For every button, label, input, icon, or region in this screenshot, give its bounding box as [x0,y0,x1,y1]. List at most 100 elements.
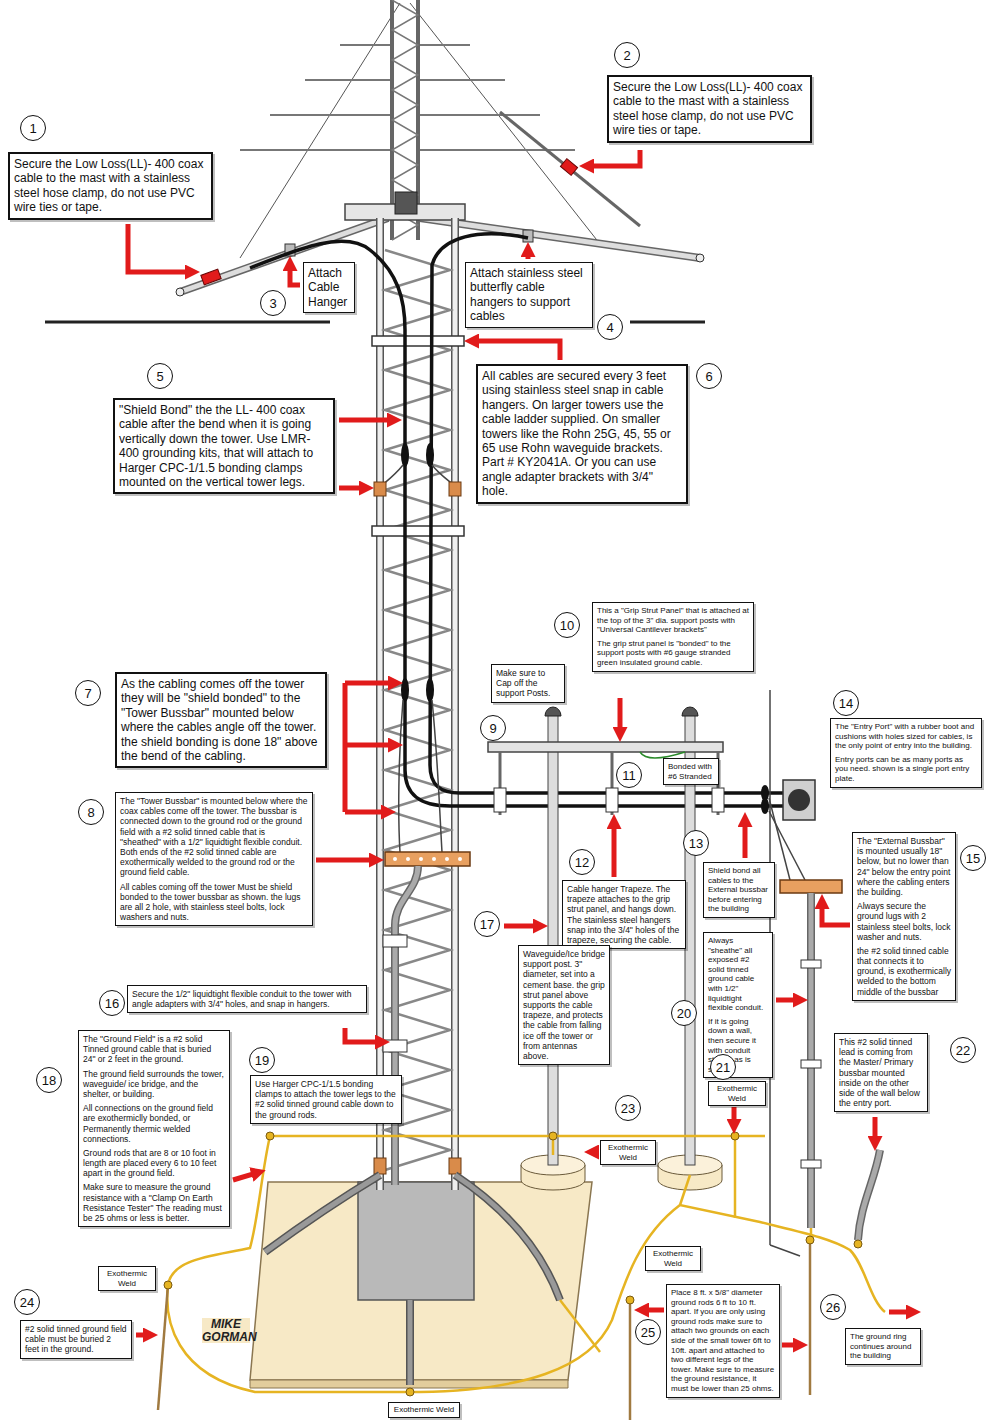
coax-cable [430,234,783,793]
tower-lattice [453,218,458,1190]
pointer-arrow [233,1172,260,1180]
weld-label: Exothermic Weld [708,1081,766,1106]
coax-cable [426,678,434,702]
note-box: #2 solid tinned ground field cable must … [20,1320,132,1359]
antenna-mast [45,321,330,324]
note-text: Secure the Low Loss(LL)- 400 coax cable … [14,157,207,215]
ground-ring [549,1132,557,1140]
note-box: Use Harger CPC-1/1.5 bonding clamps to a… [250,1075,402,1124]
note-text: The ground ring continues around the bui… [850,1332,916,1361]
note-text: Exothermic Weld [648,1249,698,1268]
ground-conduit [406,1300,414,1385]
coax-cable [426,443,434,467]
ground-ring [158,1132,885,1420]
ground-ring [406,1388,414,1396]
bridge-post [488,742,723,752]
building-wall [801,1060,821,1068]
pointer-arrow [526,248,531,259]
note-box: Attach Cable Hanger [303,262,355,313]
note-text: The ground field surrounds the tower, wa… [83,1069,225,1100]
pointer-arrow [822,900,850,925]
callout-number: 25 [635,1319,661,1345]
note-text: Cable hanger Trapeze. The trapeze attach… [567,884,681,945]
note-text: Attach stainless steel butterfly cable h… [470,266,588,324]
pointer-arrow [345,681,397,686]
weld-label: Exothermic Weld [645,1246,701,1271]
pointer-arrow [504,924,542,929]
note-text: Attach Cable Hanger [308,266,350,309]
ground-conduit [455,1175,560,1300]
callout-number: 16 [99,990,125,1016]
coax-cable [401,678,409,702]
bridge-post [606,788,618,812]
tower-bussbar [374,1158,386,1174]
pointer-arrow [470,341,560,360]
note-box: This #2 solid tinned lead is coming from… [834,1033,928,1112]
callout-number: 18 [36,1067,62,1093]
callout-number: 26 [820,1294,846,1320]
pointer-arrow [136,1333,152,1338]
tower-bussbar [385,852,470,866]
callout-number: 9 [480,715,506,741]
pointer-arrow [345,810,390,815]
note-text: Waveguide/Ice bridge support post. 3" di… [523,949,605,1061]
note-box: Secure the 1/2" liquidtight flexible con… [127,985,367,1013]
bridge-post [488,707,724,1190]
note-box: Shield bond all cables to the External b… [703,862,775,918]
callout-number: 5 [147,363,173,389]
coax-cable [432,700,442,852]
tower-lattice [372,336,464,346]
tower-bussbar [383,935,407,947]
tower-lattice [372,218,464,1190]
note-text: Exothermic Weld [603,1143,653,1162]
note-box: The "Ground Field" is a #2 solid Tinned … [78,1030,230,1227]
note-box: Waveguide/Ice bridge support post. 3" di… [518,945,610,1065]
note-text: "Shield Bond" the the LL- 400 coax cable… [119,403,329,489]
ground-ring [731,1132,739,1140]
pointer-arrow [612,820,617,877]
callout-number: 3 [260,290,286,316]
pointer-arrow [343,683,348,812]
ground-ring [734,1136,737,1218]
antenna-mast [560,159,577,176]
bridge-post [682,707,698,716]
ground-ring [560,1300,600,1352]
note-box: The "External Bussbar" is mounted usuall… [852,832,956,1001]
note-box: This a "Grip Strut Panel" that is attach… [592,602,754,672]
signature: MIKE GORMAN [202,1318,250,1343]
callout-number: 11 [616,762,642,788]
pointer-arrow [339,418,396,423]
pointer-arrow [345,1028,384,1042]
note-box: Secure the Low Loss(LL)- 400 coax cable … [8,152,213,220]
note-box: Bonded with #6 Stranded [663,758,719,785]
note-text: All cables coming off the tower Must be … [120,882,308,923]
ground-conduit [265,1175,380,1252]
pointer-arrow [585,150,640,166]
ground-conduit [265,1175,560,1385]
antenna-mast [418,44,470,46]
coax-cable [399,700,403,852]
ground-ring [626,1296,634,1304]
callout-number: 20 [671,1000,697,1026]
note-text: Shield bond all cables to the External b… [708,866,770,914]
pointer-arrow [343,683,348,812]
note-text: Use Harger CPC-1/1.5 bonding clamps to a… [255,1079,397,1120]
weld-label: Exothermic Weld [388,1402,460,1418]
building-wall [801,960,821,968]
note-box: Secure the Low Loss(LL)- 400 coax cable … [607,75,812,143]
note-text: Always secure the ground lugs with 2 sta… [857,901,951,942]
note-text: Entry ports can be as many ports as you … [835,755,977,784]
antenna-mast [240,149,392,151]
note-box: "Shield Bond" the the LL- 400 coax cable… [113,398,335,494]
callout-number: 1 [20,115,46,141]
callout-number: 13 [683,830,709,856]
callout-number: 4 [597,314,623,340]
antenna-mast [395,192,417,214]
callout-number: 7 [75,680,101,706]
note-text: the #2 solid tinned cable that connects … [857,946,951,997]
ground-ring [809,1240,812,1395]
note-text: The "Tower Bussbar" is mounted below whe… [120,796,308,878]
building-wall [780,880,842,893]
callout-number: 10 [554,612,580,638]
